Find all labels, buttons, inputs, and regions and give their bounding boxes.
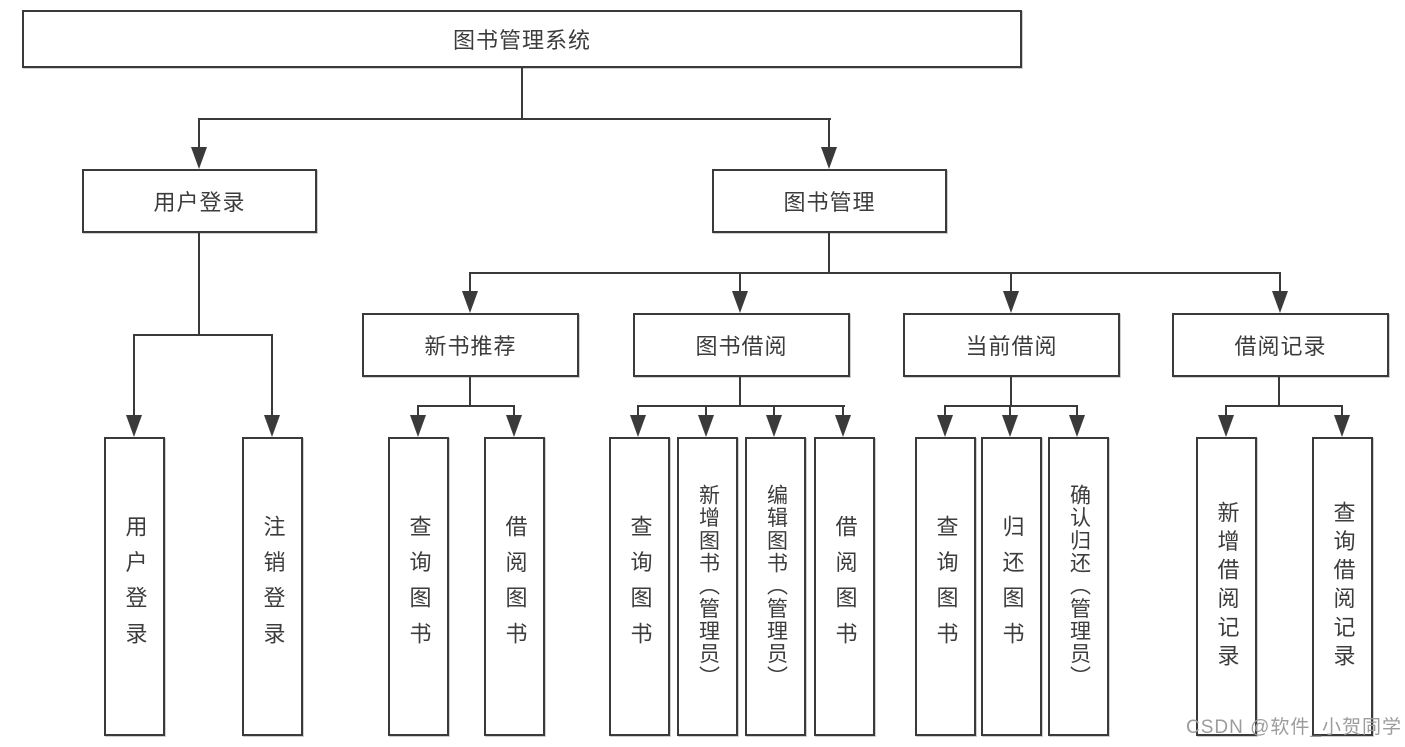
connector-line xyxy=(828,232,830,274)
leaf-edit-book-admin: 编辑图书（管理员） xyxy=(745,437,806,736)
leaf-user-login: 用户登录 xyxy=(104,437,165,736)
connector-line xyxy=(828,118,830,150)
connector-line xyxy=(469,272,471,293)
node-label: 借阅记录 xyxy=(1234,334,1327,359)
node-label: 图书管理系统 xyxy=(452,28,591,53)
leaf-add-borrow-record: 新增借阅记录 xyxy=(1196,437,1257,736)
arrowhead-icon xyxy=(191,147,207,169)
leaf-borrow-books: 借阅图书 xyxy=(814,437,875,736)
connector-line xyxy=(637,405,639,419)
connector-line xyxy=(1279,272,1281,293)
connector-line xyxy=(637,405,845,407)
leaf-query-books-borrow: 查询图书 xyxy=(609,437,670,736)
arrowhead-icon xyxy=(1002,415,1018,437)
node-label: 归还图书 xyxy=(999,515,1025,658)
connector-line xyxy=(198,118,200,150)
connector-line xyxy=(198,118,831,120)
node-label: 查询图书 xyxy=(627,515,653,658)
node-label: 查询图书 xyxy=(406,515,432,658)
leaf-borrow-books-recommend: 借阅图书 xyxy=(484,437,545,736)
node-label: 注销登录 xyxy=(260,515,286,658)
connector-line xyxy=(1009,405,1011,419)
connector-line xyxy=(417,405,419,419)
node-label: 新增图书（管理员） xyxy=(696,484,720,689)
node-new-book-recommend: 新书推荐 xyxy=(362,313,579,377)
arrowhead-icon xyxy=(937,415,953,437)
node-user-login-branch: 用户登录 xyxy=(82,169,317,233)
arrowhead-icon xyxy=(506,415,522,437)
connector-line xyxy=(469,272,1281,274)
arrowhead-icon xyxy=(1272,291,1288,313)
csdn-watermark: CSDN @软件_小贺同学 xyxy=(1186,717,1402,738)
arrowhead-icon xyxy=(698,415,714,437)
connector-line xyxy=(705,405,707,419)
arrowhead-icon xyxy=(126,415,142,437)
node-label: 查询图书 xyxy=(933,515,959,658)
node-label: 查询借阅记录 xyxy=(1330,500,1356,673)
connector-line xyxy=(1010,272,1012,293)
leaf-return-books: 归还图书 xyxy=(981,437,1042,736)
arrowhead-icon xyxy=(264,415,280,437)
connector-line xyxy=(842,405,844,419)
connector-line xyxy=(1225,405,1343,407)
connector-line xyxy=(469,377,471,407)
connector-line xyxy=(271,334,273,417)
node-label: 图书管理 xyxy=(783,190,876,215)
arrowhead-icon xyxy=(1334,415,1350,437)
arrowhead-icon xyxy=(462,291,478,313)
arrowhead-icon xyxy=(732,291,748,313)
node-label: 新书推荐 xyxy=(424,334,517,359)
node-label: 图书借阅 xyxy=(695,334,788,359)
connector-line xyxy=(1076,405,1078,419)
arrowhead-icon xyxy=(410,415,426,437)
node-label: 用户登录 xyxy=(153,190,246,215)
node-book-management: 图书管理 xyxy=(712,169,947,233)
node-label: 新增借阅记录 xyxy=(1214,500,1240,673)
connector-line xyxy=(521,68,523,120)
arrowhead-icon xyxy=(1218,415,1234,437)
node-label: 用户登录 xyxy=(122,515,148,658)
arrowhead-icon xyxy=(1003,291,1019,313)
node-label: 借阅图书 xyxy=(832,515,858,658)
connector-line xyxy=(773,405,775,419)
node-borrowing-records: 借阅记录 xyxy=(1172,313,1389,377)
node-label: 确认归还（管理员） xyxy=(1067,484,1091,689)
connector-line xyxy=(944,405,946,419)
arrowhead-icon xyxy=(630,415,646,437)
leaf-logout: 注销登录 xyxy=(242,437,303,736)
node-label: 当前借阅 xyxy=(965,334,1058,359)
connector-line xyxy=(1341,405,1343,419)
leaf-add-book-admin: 新增图书（管理员） xyxy=(677,437,738,736)
connector-line xyxy=(513,405,515,419)
connector-line xyxy=(133,334,135,417)
arrowhead-icon xyxy=(821,147,837,169)
connector-line xyxy=(944,405,1078,407)
connector-line xyxy=(133,334,273,336)
leaf-confirm-return-admin: 确认归还（管理员） xyxy=(1048,437,1109,736)
arrowhead-icon xyxy=(766,415,782,437)
connector-line xyxy=(1278,377,1280,407)
node-label: 编辑图书（管理员） xyxy=(764,484,788,689)
arrowhead-icon xyxy=(1069,415,1085,437)
node-label: 借阅图书 xyxy=(502,515,528,658)
connector-line xyxy=(1225,405,1227,419)
connector-line xyxy=(1010,377,1012,407)
leaf-query-books-recommend: 查询图书 xyxy=(388,437,449,736)
node-book-borrowing: 图书借阅 xyxy=(633,313,850,377)
connector-line xyxy=(417,405,515,407)
leaf-query-books-current: 查询图书 xyxy=(915,437,976,736)
node-current-borrowing: 当前借阅 xyxy=(903,313,1120,377)
connector-line xyxy=(739,272,741,293)
leaf-query-borrow-record: 查询借阅记录 xyxy=(1312,437,1373,736)
connector-line xyxy=(739,377,741,407)
node-root-system: 图书管理系统 xyxy=(22,10,1022,68)
connector-line xyxy=(198,233,200,336)
arrowhead-icon xyxy=(835,415,851,437)
